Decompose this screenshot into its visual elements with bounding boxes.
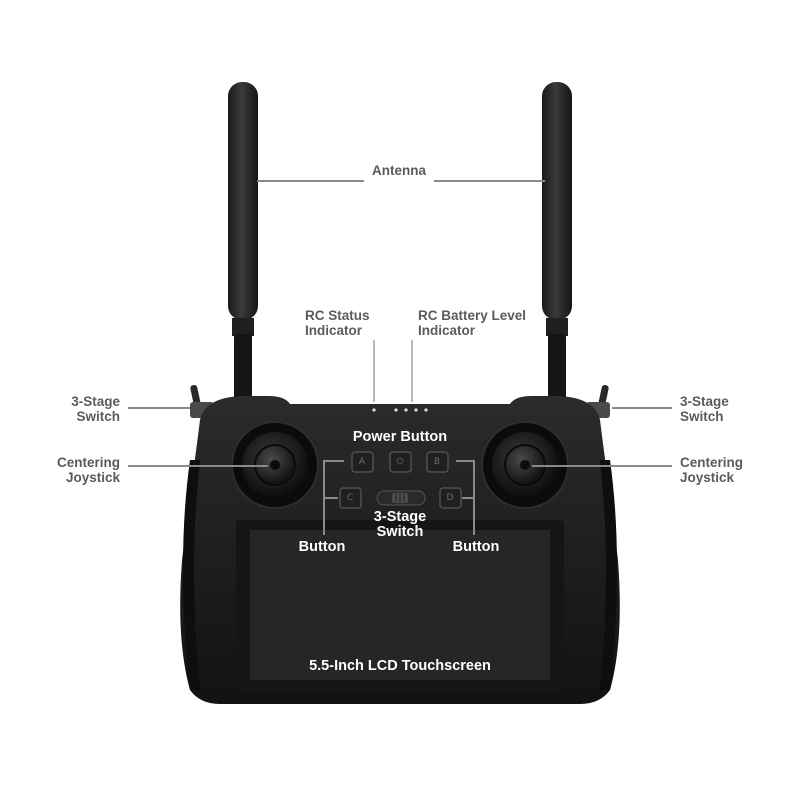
rc-status-indicator bbox=[372, 408, 376, 412]
left-antenna bbox=[228, 82, 258, 406]
lcd-touchscreen bbox=[236, 520, 564, 692]
left-joystick bbox=[231, 421, 319, 509]
rc-battery-label: RC Battery Level Indicator bbox=[418, 308, 527, 338]
right-button-label: Button bbox=[452, 539, 500, 555]
power-icon: ⏻ bbox=[396, 457, 404, 467]
center-switch-label: 3-Stage Switch bbox=[373, 509, 427, 540]
button-a bbox=[351, 451, 374, 473]
rc-status-label: RC Status Indicator bbox=[305, 308, 370, 338]
button-b-label: B bbox=[433, 457, 441, 467]
right-antenna bbox=[542, 82, 572, 406]
screen-label: 5.5-Inch LCD Touchscreen bbox=[309, 658, 491, 674]
button-c bbox=[339, 487, 362, 509]
button-a-label: A bbox=[358, 457, 366, 467]
rc-battery-indicator bbox=[394, 408, 428, 412]
left-switch-label: 3-Stage Switch bbox=[71, 394, 120, 424]
power-button-label: Power Button bbox=[352, 429, 448, 445]
power-button bbox=[389, 451, 412, 473]
leader-lines bbox=[128, 180, 672, 535]
button-b bbox=[426, 451, 449, 473]
center-3-stage-switch bbox=[376, 490, 426, 506]
button-d bbox=[439, 487, 462, 509]
button-c-label: C bbox=[346, 493, 354, 503]
left-joystick-label: Centering Joystick bbox=[56, 455, 120, 485]
left-button-label: Button bbox=[298, 539, 346, 555]
right-joystick-label: Centering Joystick bbox=[680, 455, 744, 485]
antenna-label: Antenna bbox=[372, 163, 426, 178]
right-switch-label: 3-Stage Switch bbox=[680, 394, 729, 424]
button-d-label: D bbox=[446, 493, 454, 503]
